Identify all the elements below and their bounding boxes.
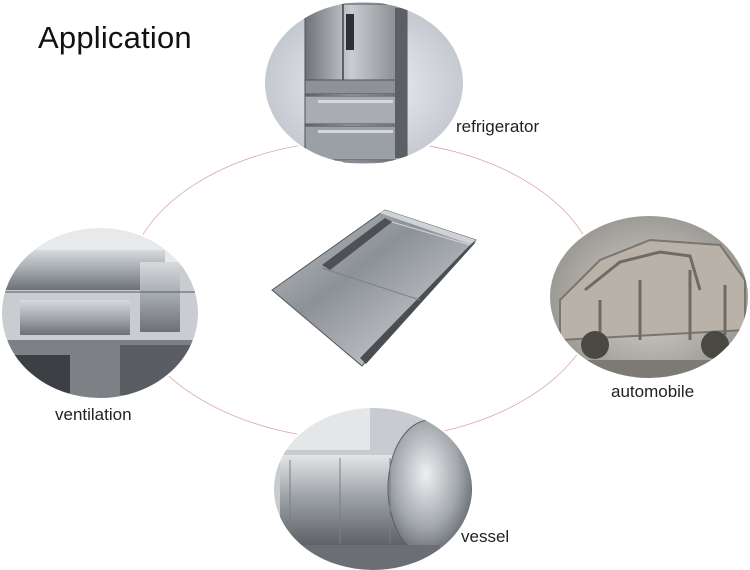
refrigerator-photo <box>264 1 464 165</box>
pressure-vessel-tank-photo <box>273 407 473 570</box>
page-title: Application <box>38 20 192 55</box>
automobile-label: automobile <box>611 382 695 401</box>
vessel-label: vessel <box>461 527 510 546</box>
car-body-frame-photo <box>549 215 749 379</box>
ventilation-label: ventilation <box>55 405 132 424</box>
refrigerator-label: refrigerator <box>456 117 540 136</box>
galvanized-steel-sheet-photo <box>271 209 477 367</box>
